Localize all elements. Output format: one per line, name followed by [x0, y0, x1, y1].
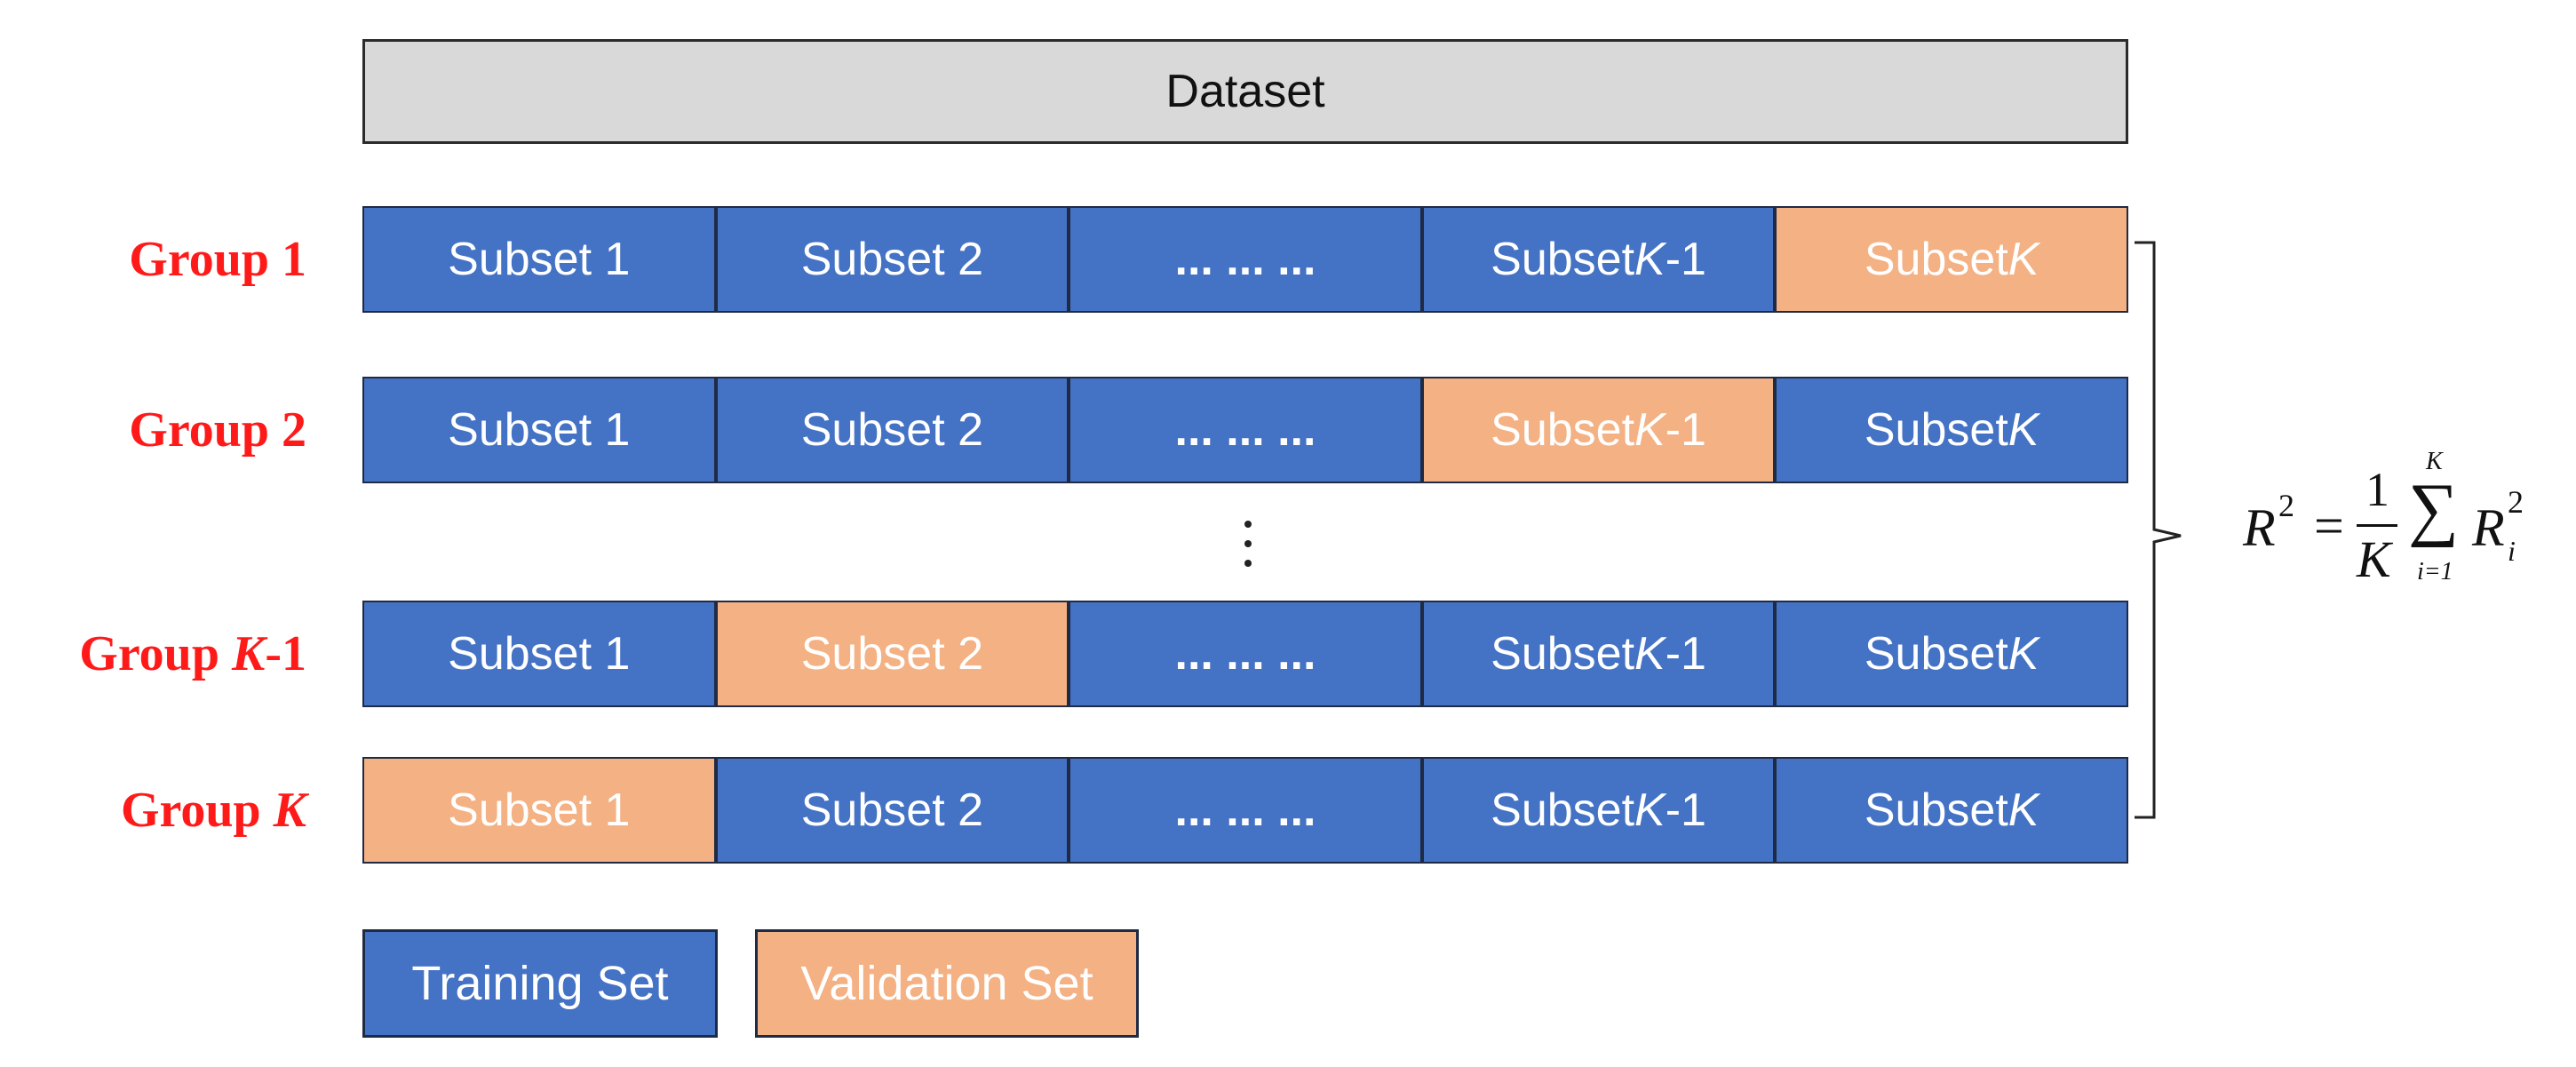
legend-validation: Validation Set [755, 929, 1139, 1038]
training-subset-cell: Subset K-1 [1421, 206, 1776, 313]
subset-variable: K [2008, 784, 2039, 836]
group-label-suffix: -1 [265, 626, 306, 681]
group-label-prefix: Group [120, 783, 274, 838]
training-subset-cell: Subset 2 [715, 377, 1069, 483]
training-subset-cell: ... ... ... [1069, 757, 1422, 864]
subset-label: Subset 1 [448, 628, 631, 680]
group-label-prefix: Group [79, 626, 232, 681]
legend-validation-label: Validation Set [800, 957, 1093, 1010]
subset-label: Subset [1864, 234, 2008, 285]
subset-label: Subset 1 [448, 404, 631, 456]
sum-upper-limit: K [2426, 448, 2443, 475]
subset-label: Subset 2 [800, 784, 984, 836]
group-label-number: 1 [282, 232, 306, 287]
subset-variable: K [2008, 404, 2039, 456]
group-label-number: 2 [282, 402, 306, 458]
training-subset-cell: Subset K [1775, 377, 2128, 483]
formula-term: R [2472, 498, 2505, 557]
subset-label: Subset [1491, 628, 1635, 680]
formula-numerator: 1 [2365, 463, 2389, 516]
vertical-ellipsis [1244, 521, 1252, 570]
subset-label: Subset [1864, 404, 2008, 456]
legend-training: Training Set [362, 929, 718, 1038]
subset-suffix: -1 [1665, 784, 1706, 836]
validation-subset-cell: Subset 2 [715, 601, 1069, 707]
subset-label: ... ... ... [1174, 404, 1316, 456]
training-subset-cell: Subset K-1 [1421, 757, 1776, 864]
validation-subset-cell: Subset K [1775, 206, 2128, 313]
subset-label: ... ... ... [1174, 234, 1316, 285]
legend-training-label: Training Set [411, 957, 669, 1010]
group-label-variable: K [231, 626, 266, 681]
formula-term-exponent: 2 [2508, 484, 2524, 520]
training-subset-cell: Subset K [1775, 601, 2128, 707]
subset-label: Subset 1 [448, 784, 631, 836]
formula-equals: = [2314, 497, 2344, 555]
training-subset-cell: ... ... ... [1069, 377, 1422, 483]
subset-label: Subset [1491, 404, 1635, 456]
formula-lhs-exponent: 2 [2278, 488, 2294, 523]
average-r2-formula: R 2 = 1 K K ∑ i=1 R 2 i [2243, 448, 2563, 622]
formula-lhs: R [2243, 498, 2276, 557]
subset-label: Subset [1864, 628, 2008, 680]
sigma-symbol: ∑ [2408, 470, 2460, 548]
subset-variable: K [2008, 234, 2039, 285]
training-subset-cell: ... ... ... [1069, 206, 1422, 313]
validation-subset-cell: Subset K-1 [1421, 377, 1776, 483]
training-subset-cell: ... ... ... [1069, 601, 1422, 707]
validation-subset-cell: Subset 1 [362, 757, 716, 864]
training-subset-cell: Subset 2 [715, 757, 1069, 864]
subset-label: Subset 2 [800, 234, 984, 285]
subset-label: ... ... ... [1174, 628, 1316, 680]
subset-variable: K [1634, 234, 1666, 285]
subset-label: Subset 2 [800, 628, 984, 680]
formula-term-subscript: i [2508, 535, 2516, 567]
subset-suffix: -1 [1665, 404, 1706, 456]
dataset-label: Dataset [1165, 66, 1325, 117]
group-label-variable: K [273, 783, 306, 838]
training-subset-cell: Subset 1 [362, 206, 716, 313]
training-subset-cell: Subset K-1 [1421, 601, 1776, 707]
subset-label: Subset [1491, 234, 1635, 285]
training-subset-cell: Subset 1 [362, 601, 716, 707]
subset-variable: K [1634, 784, 1666, 836]
dataset-bar: Dataset [362, 39, 2128, 144]
group-label: Group K-1 [4, 625, 306, 682]
subset-label: Subset [1864, 784, 2008, 836]
subset-suffix: -1 [1665, 628, 1706, 680]
group-label-prefix: Group [129, 232, 282, 287]
subset-variable: K [2008, 628, 2039, 680]
subset-suffix: -1 [1665, 234, 1706, 285]
group-label: Group K [4, 782, 306, 839]
right-brace [2135, 241, 2182, 819]
subset-label: Subset [1491, 784, 1635, 836]
subset-label: Subset 2 [800, 404, 984, 456]
group-label: Group 1 [4, 231, 306, 288]
subset-label: ... ... ... [1174, 784, 1316, 836]
group-label-prefix: Group [129, 402, 282, 458]
group-label: Group 2 [4, 402, 306, 458]
fraction-bar [2357, 524, 2397, 527]
subset-variable: K [1634, 628, 1666, 680]
sum-lower-limit: i=1 [2417, 558, 2453, 585]
training-subset-cell: Subset K [1775, 757, 2128, 864]
training-subset-cell: Subset 1 [362, 377, 716, 483]
subset-label: Subset 1 [448, 234, 631, 285]
training-subset-cell: Subset 2 [715, 206, 1069, 313]
subset-variable: K [1634, 404, 1666, 456]
formula-denominator: K [2357, 530, 2391, 588]
